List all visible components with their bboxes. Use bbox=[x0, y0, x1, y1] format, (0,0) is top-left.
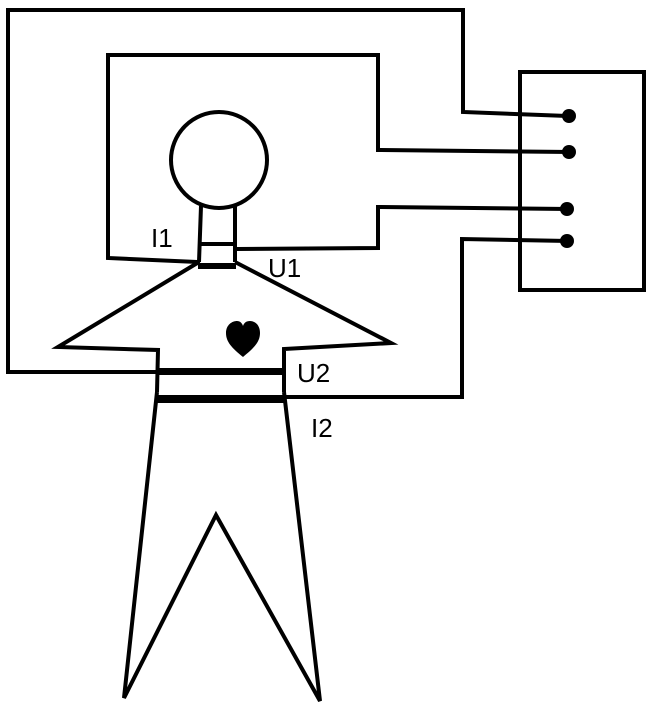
wire-to-waist bbox=[281, 236, 570, 399]
heart-icon bbox=[226, 321, 260, 357]
electrode-band-waist-lower bbox=[155, 395, 286, 403]
label-i1: I1 bbox=[151, 223, 173, 253]
legs bbox=[122, 391, 322, 702]
measurement-device bbox=[518, 70, 646, 292]
inner-voltage-wire-u1 bbox=[106, 53, 572, 265]
neck bbox=[197, 205, 237, 263]
label-i2: I2 bbox=[311, 413, 333, 443]
label-u1: U1 bbox=[268, 253, 301, 283]
voltage-wire-neck bbox=[235, 204, 570, 252]
electrode-band-waist-upper bbox=[156, 368, 285, 375]
label-u2: U2 bbox=[297, 358, 330, 388]
device-box bbox=[518, 70, 646, 292]
electrode-band-neck-lower bbox=[198, 263, 236, 269]
electrode-band-neck-upper bbox=[198, 242, 236, 246]
outer-current-wire bbox=[6, 8, 572, 374]
head bbox=[169, 110, 269, 210]
human-figure bbox=[51, 110, 399, 702]
